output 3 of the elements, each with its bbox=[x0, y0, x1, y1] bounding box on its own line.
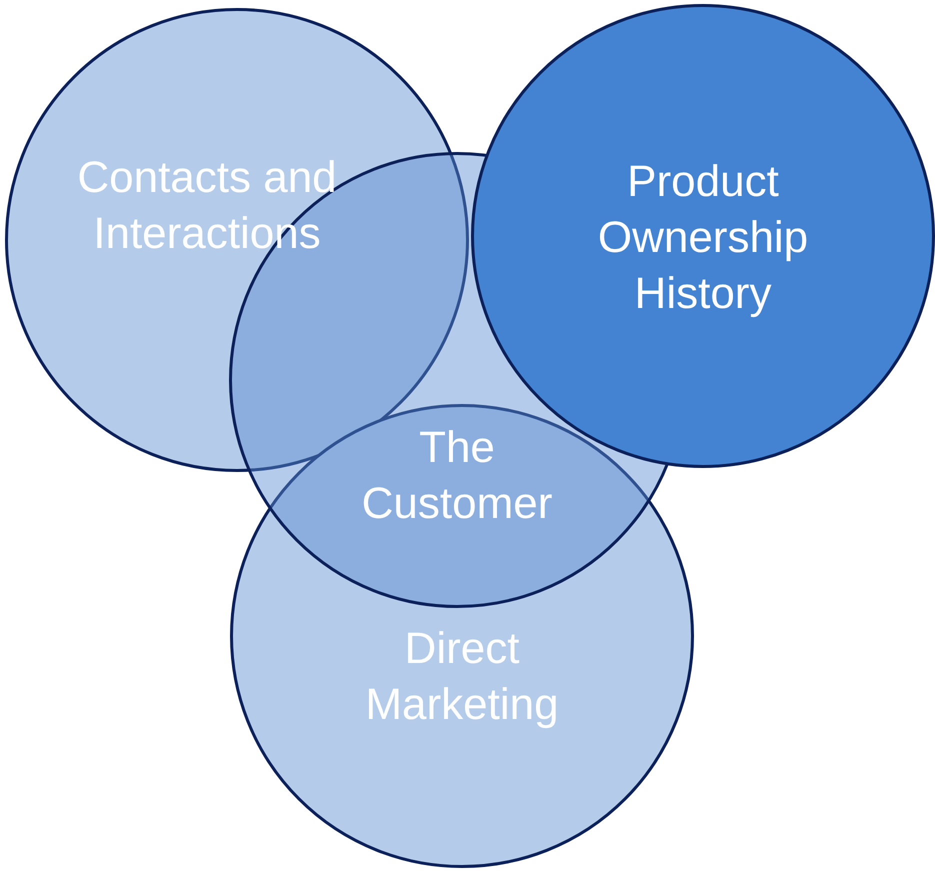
circle-label: The Customer bbox=[360, 422, 554, 530]
circle-label: Direct Marketing bbox=[364, 623, 560, 731]
circle-label: Product Ownership History bbox=[596, 156, 810, 320]
